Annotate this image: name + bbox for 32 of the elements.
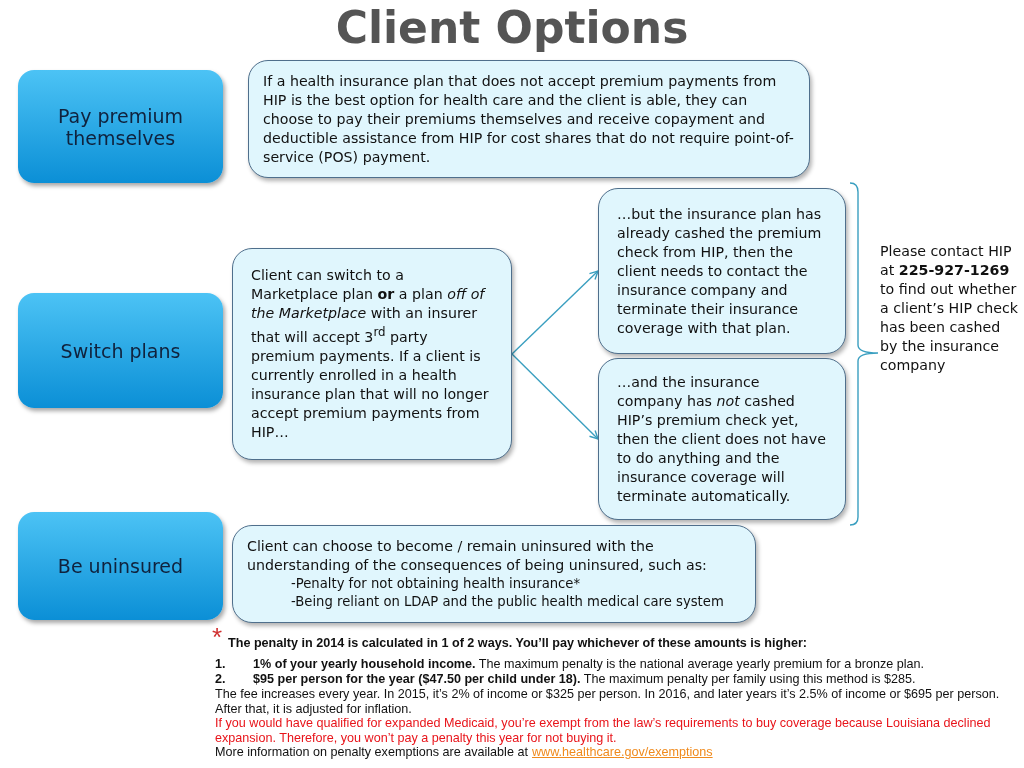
card-text: -Penalty for not obtaining health insurance* bbox=[290, 575, 582, 593]
arrow bbox=[511, 353, 599, 440]
card-text: Client can choose to become / remain uninsured with the understanding of the consequences of being uninsured, such as: bbox=[247, 537, 708, 575]
slide-title: Client Options bbox=[334, 2, 690, 53]
option-button bbox=[18, 293, 223, 408]
option-button bbox=[18, 512, 223, 620]
card-text: -Being reliant on LDAP and the public health medical care system bbox=[290, 593, 725, 611]
list-number: 2. bbox=[215, 672, 226, 687]
text-card bbox=[232, 248, 512, 460]
text-card bbox=[248, 60, 810, 178]
web-link: www.healthcare.gov/exemptions bbox=[532, 745, 713, 760]
contact-note: Please contact HIP at 225-927-1269 to find out whether a client’s HIP check has been cashed by the insurance company bbox=[880, 242, 1020, 375]
list-number: 1. bbox=[215, 657, 226, 672]
card-text: …but the insurance plan has already cashed the premium check from HIP, then the client needs to contact the insurance company and terminate their insurance coverage with that plan. bbox=[617, 204, 823, 338]
card-text: If a health insurance plan that does not accept premium payments from HIP is the best option for health care and the client is able, they can choose to pay their premiums themselves and receive copayment and deductible assistance from HIP for cost shares that do not require point-of-service (POS) payment. bbox=[263, 71, 795, 167]
card-text: Client can switch to a Marketplace plan or a plan off of the Marketplace with an insurer that will accept 3$^{rd}$ party premium payments. If a client is currently enrolled in a health insurance plan that will no longer accept premium payments from HIP… bbox=[251, 266, 490, 442]
list-item: $95 per person for the year ($47.50 per child under 18). The maximum penalty per family using this method is $285. bbox=[253, 672, 916, 687]
footnote-text: More information on penalty exemptions are available at bbox=[215, 745, 528, 760]
footnote-asterisk: * bbox=[212, 624, 223, 650]
footnote-heading: The penalty in 2014 is calculated in 1 of 2 ways. You’ll pay whichever of these amounts is higher: bbox=[228, 636, 808, 651]
arrow bbox=[511, 270, 599, 355]
warning-note: If you would have qualified for expanded Medicaid, you’re exempt from the law’s requirements to buy coverage because Louisiana declined expansion. Therefore, you won’t pay a penalty this year for not buying it. bbox=[215, 716, 992, 745]
card-text: …and the insurance company has not cashed HIP’s premium check yet, then the client does not have to do anything and the insurance coverage will terminate automatically. bbox=[617, 372, 827, 506]
text-card bbox=[232, 525, 756, 623]
option-label: Be uninsured bbox=[56, 555, 185, 577]
text-card bbox=[598, 188, 846, 354]
list-item: 1% of your yearly household income. The maximum penalty is the national average yearly premium for a bronze plan. bbox=[253, 657, 924, 672]
option-label: Pay premium themselves bbox=[57, 104, 184, 149]
option-label: Switch plans bbox=[59, 339, 182, 362]
footnote-text: The fee increases every year. In 2015, it’s 2% of income or $325 per person. In 2016, and later years it’s 2.5% of income or $695 per person. After that, it is adjusted for inflation. bbox=[215, 687, 1001, 716]
option-button bbox=[18, 70, 223, 183]
text-card bbox=[598, 358, 846, 520]
